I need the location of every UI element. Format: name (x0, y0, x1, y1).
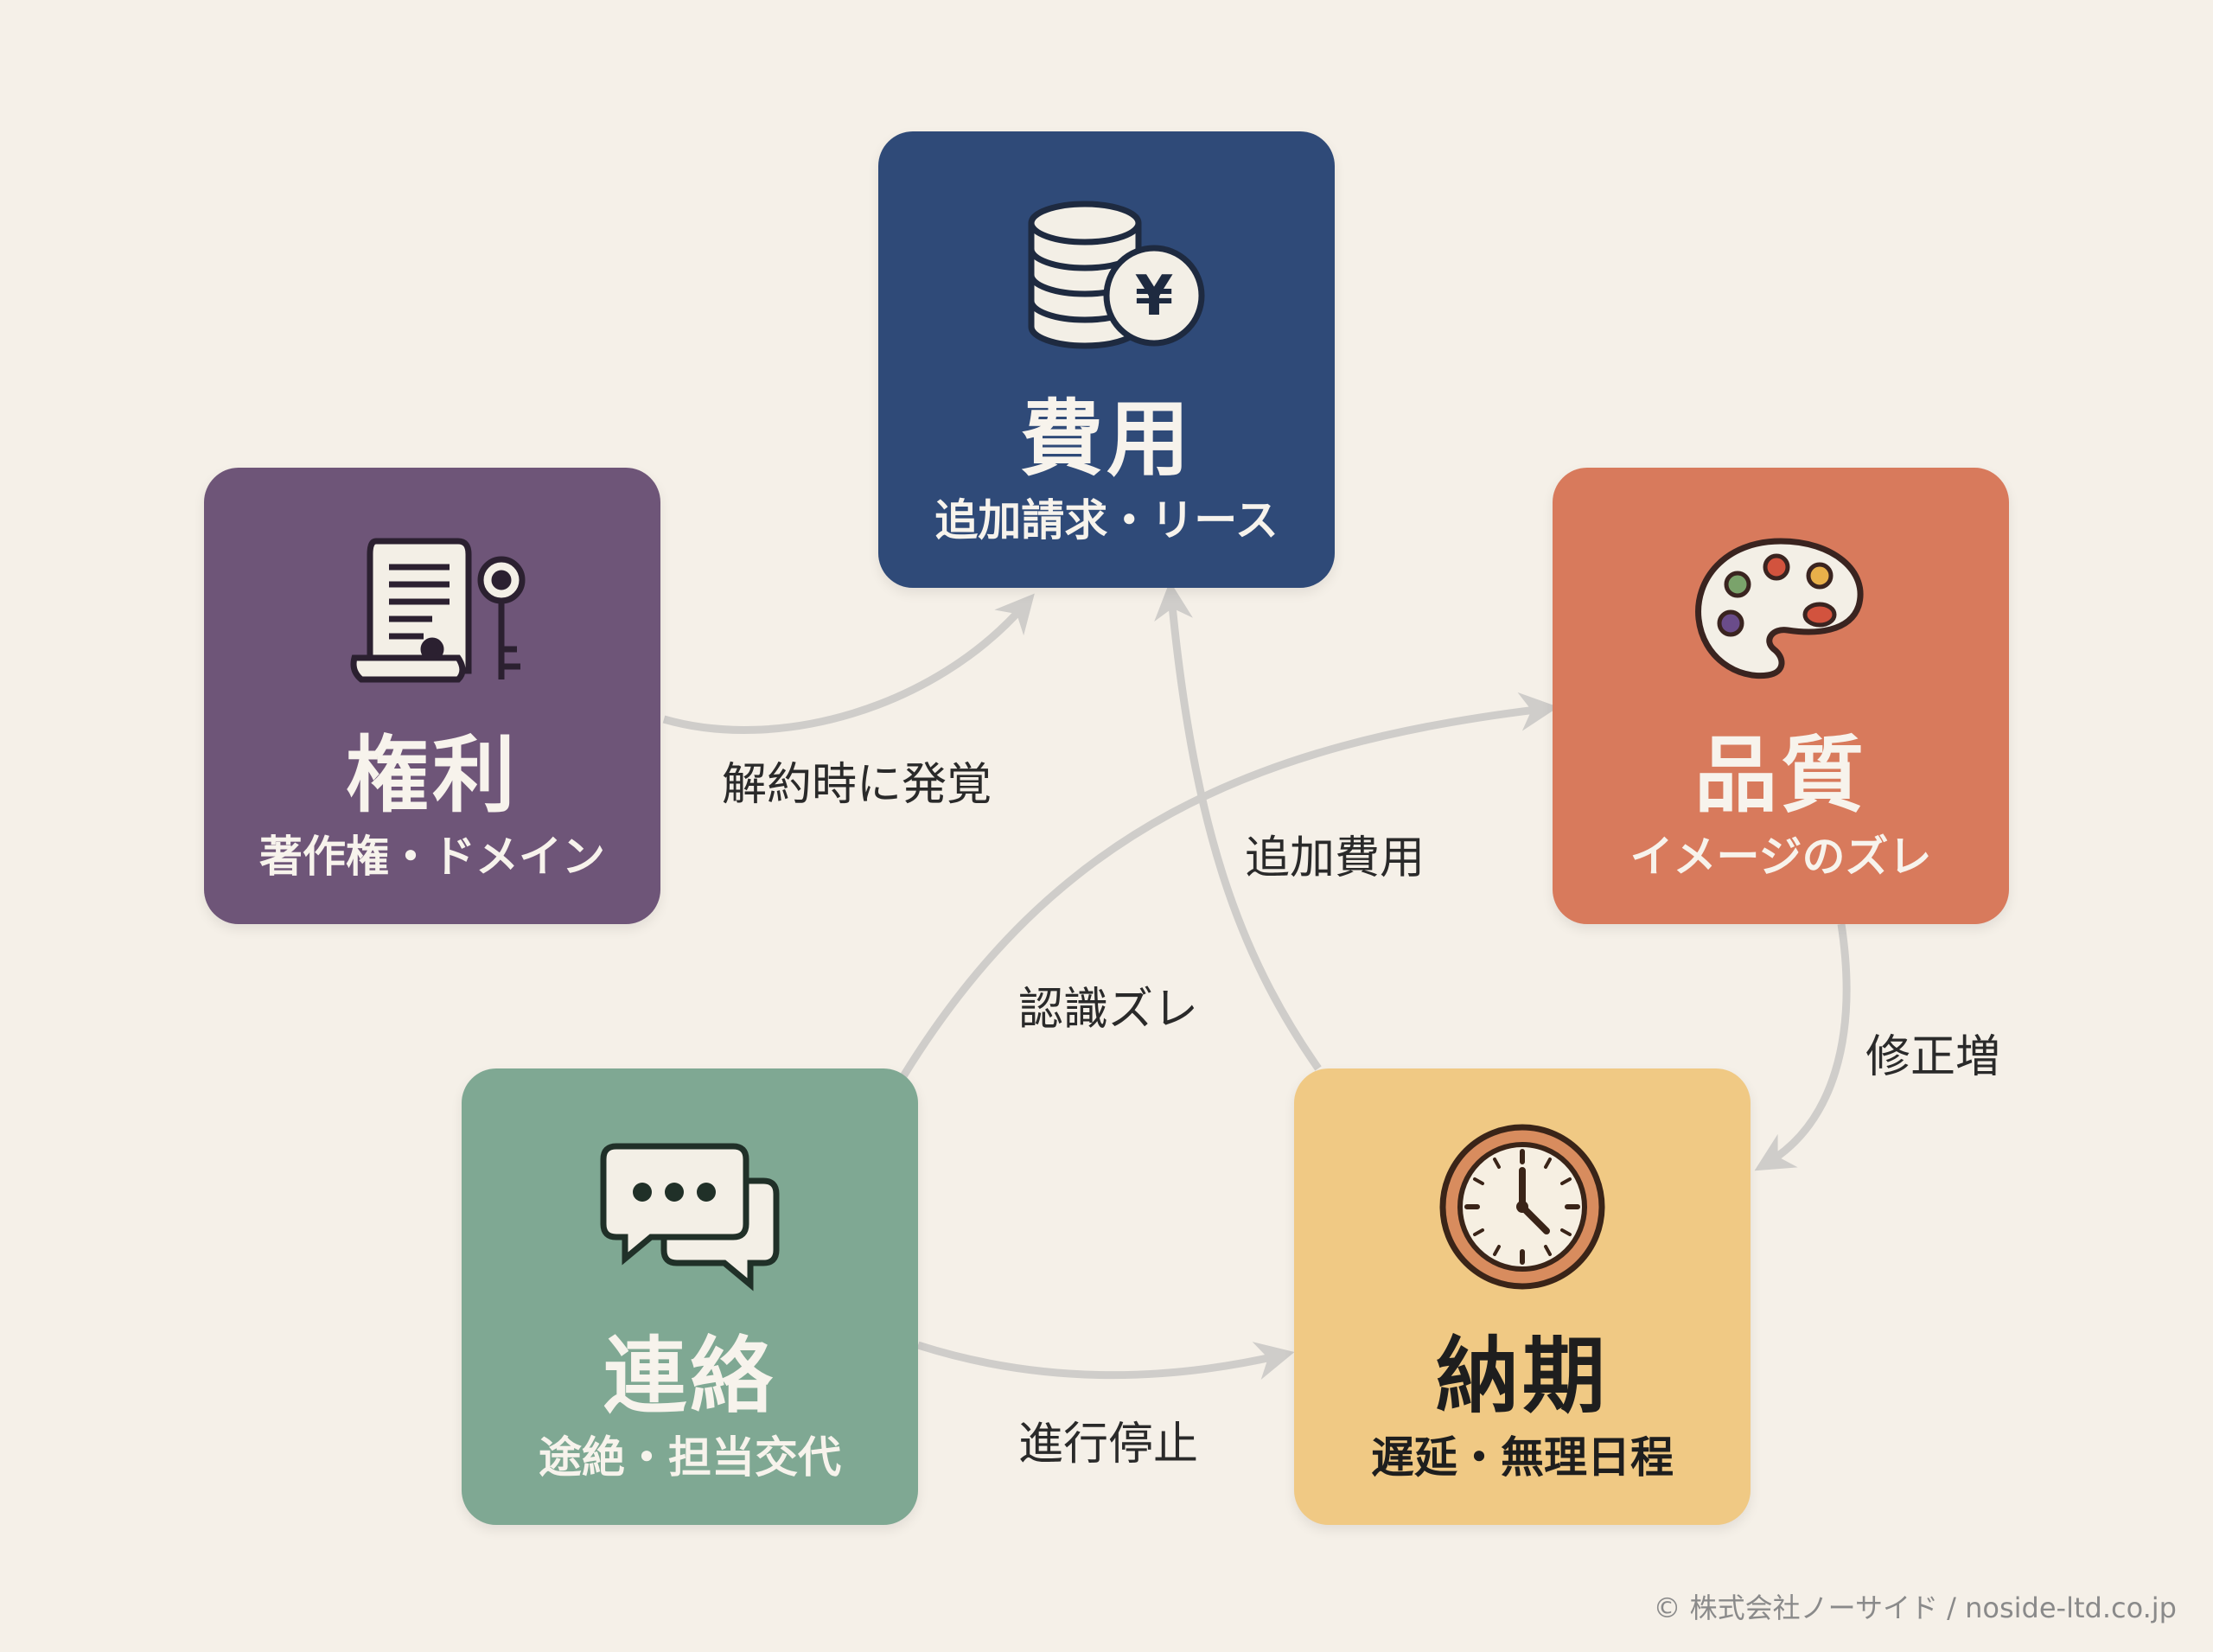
svg-text:¥: ¥ (1135, 265, 1174, 328)
arrow-delivery-to-cost (1154, 581, 1322, 1071)
node-subtitle: 途絶・担当交代 (539, 1432, 841, 1483)
chat-bubbles-icon (600, 1143, 780, 1292)
node-quality: 品質 イメージのズレ (1553, 468, 2009, 924)
node-contact: 連絡 途絶・担当交代 (462, 1068, 918, 1525)
node-delivery: 納期 遅延・無理日程 (1294, 1068, 1751, 1525)
node-title: 費用 (1020, 391, 1193, 488)
arrow-quality-to-delivery (1754, 923, 1851, 1171)
node-subtitle: 遅延・無理日程 (1371, 1432, 1674, 1483)
node-title: 連絡 (603, 1328, 776, 1425)
copyright-text: © 株式会社ノーサイド / noside-ltd.co.jp (1653, 1591, 2177, 1624)
node-cost: ¥ 費用 追加請求・リース (878, 131, 1335, 588)
arrow-rights-to-cost (662, 593, 1035, 734)
edge-label-contact-quality: 認識ズレ (1018, 984, 1199, 1036)
node-rights: 権利 著作権・ドメイン (204, 468, 660, 924)
node-subtitle: イメージのズレ (1629, 832, 1932, 882)
arrow-contact-to-delivery (916, 1341, 1295, 1380)
node-title: 品質 (1694, 727, 1867, 824)
node-subtitle: 追加請求・リース (934, 495, 1279, 545)
palette-icon (1695, 538, 1864, 679)
edge-label-rights-cost: 解約時に発覚 (722, 759, 992, 811)
node-title: 権利 (346, 727, 519, 824)
clock-icon (1439, 1124, 1605, 1290)
coins-yen-icon: ¥ (1028, 201, 1205, 349)
node-title: 納期 (1436, 1328, 1609, 1425)
edge-label-contact-delivery: 進行停止 (1018, 1419, 1199, 1470)
edge-label-delivery-cost: 追加費用 (1245, 832, 1425, 884)
edge-label-quality-delivery: 修正増 (1865, 1031, 2001, 1083)
document-key-icon (350, 538, 526, 683)
node-subtitle: 著作権・ドメイン (259, 832, 605, 882)
arrow-contact-to-quality (900, 692, 1559, 1079)
